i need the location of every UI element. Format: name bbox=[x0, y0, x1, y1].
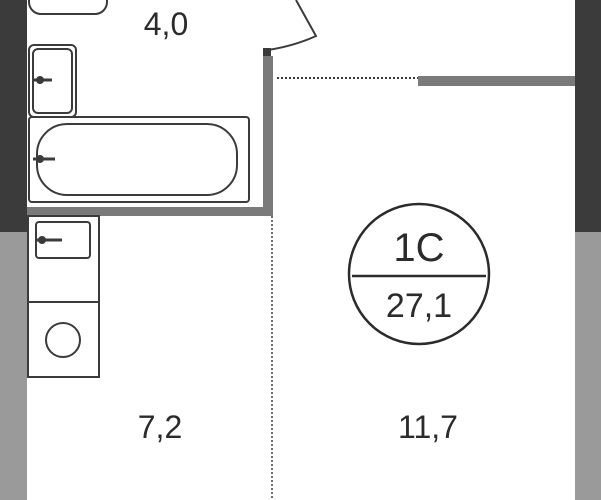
kitchen-fixtures bbox=[27, 215, 100, 378]
unit-badge-circle bbox=[347, 202, 491, 346]
bathroom-fixtures bbox=[28, 0, 250, 203]
door-hinge bbox=[263, 48, 271, 56]
unit-type: 1С bbox=[393, 226, 444, 270]
bathroom-partition-vertical bbox=[263, 56, 273, 216]
unit-badge: 1С 27,1 bbox=[347, 202, 491, 346]
right-wall-lower bbox=[575, 232, 601, 500]
door bbox=[263, 0, 318, 56]
left-wall-upper bbox=[0, 0, 27, 232]
left-wall-lower bbox=[0, 232, 27, 500]
room-labels: 4,0 7,2 11,7 bbox=[138, 6, 458, 445]
room-area-bathroom: 4,0 bbox=[144, 6, 188, 42]
toilet-tank bbox=[28, 0, 108, 15]
bathroom-partition-horizontal bbox=[27, 207, 273, 216]
door-swing-arc bbox=[267, 0, 318, 51]
unit-total-area: 27,1 bbox=[386, 287, 452, 325]
stove-burner-icon bbox=[45, 322, 81, 358]
hall-partition bbox=[418, 76, 575, 86]
right-wall-upper bbox=[575, 0, 601, 232]
kitchen-counter bbox=[27, 215, 100, 378]
room-area-living-room: 11,7 bbox=[398, 409, 458, 445]
bathtub-outer bbox=[28, 116, 250, 203]
bathtub-inner bbox=[36, 123, 238, 196]
room-area-kitchen: 7,2 bbox=[138, 409, 182, 445]
interior-walls bbox=[27, 56, 575, 500]
